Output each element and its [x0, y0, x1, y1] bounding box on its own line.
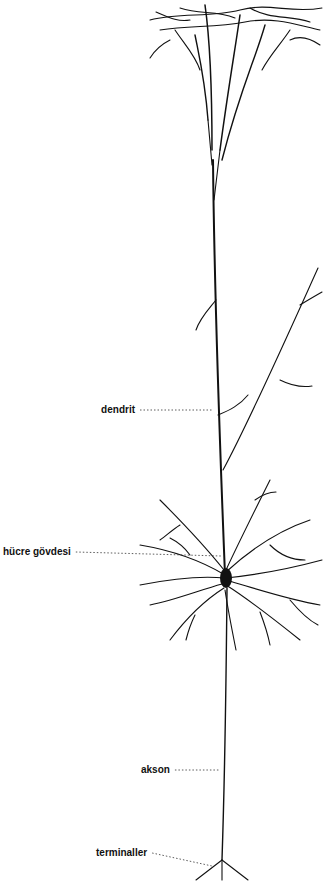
leader-line	[76, 552, 221, 556]
leader-line	[152, 853, 212, 866]
part-label: hücre gövdesi	[2, 546, 72, 558]
part-label: terminaller	[95, 847, 148, 859]
part-label: dendrit	[100, 404, 136, 416]
leader-line	[140, 410, 212, 411]
part-label: akson	[140, 764, 171, 776]
leader-line	[175, 770, 220, 771]
